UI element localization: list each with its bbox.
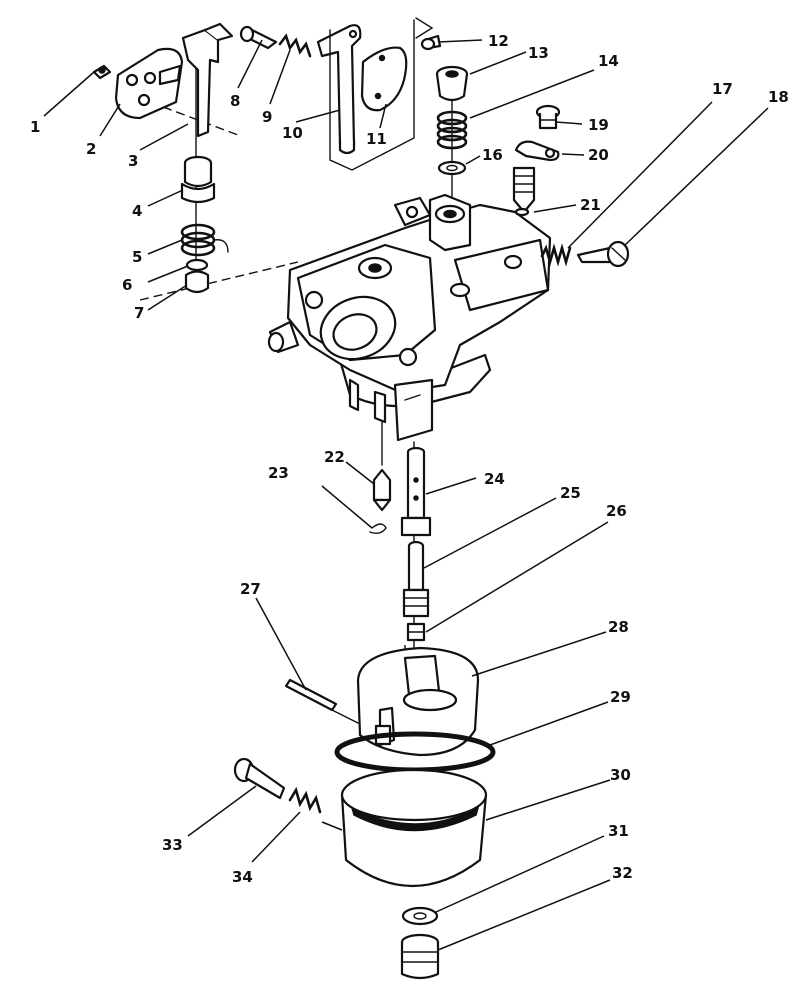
screw-34 xyxy=(535,104,561,130)
callout-2: 5 xyxy=(132,248,142,266)
carburetor-body xyxy=(267,193,552,442)
callout-10: 11 xyxy=(366,130,387,148)
choke-shaft-4 xyxy=(181,22,234,138)
callout-31: 6 xyxy=(122,276,132,294)
callout-30: 22 xyxy=(324,448,345,466)
choke-plate-5 xyxy=(114,47,184,120)
callout-3: 4 xyxy=(132,202,142,220)
callout-16: 17 xyxy=(712,80,733,98)
screw-7 xyxy=(239,25,278,50)
screw-17 xyxy=(576,240,630,268)
callout-28: 27 xyxy=(240,580,261,598)
callout-6: 1 xyxy=(30,118,40,136)
callout-9: 10 xyxy=(282,124,303,142)
callout-22: 29 xyxy=(610,688,631,706)
bowl-screw-25 xyxy=(400,933,440,980)
washer-24 xyxy=(401,906,439,926)
callout-24: 31 xyxy=(608,822,629,840)
callout-4: 3 xyxy=(128,152,138,170)
spring-16 xyxy=(540,243,572,267)
needle-30 xyxy=(372,468,392,512)
callout-12: 13 xyxy=(528,44,549,62)
callout-23: 30 xyxy=(610,766,631,784)
callout-21: 28 xyxy=(608,618,629,636)
callout-19: 25 xyxy=(560,484,581,502)
callout-8: 9 xyxy=(262,108,272,126)
washer-14 xyxy=(437,160,467,176)
callout-labels: 1 2 3 4 5 6 7 8 9 10 11 12 13 14 16 17 1… xyxy=(30,32,789,886)
screw-11 xyxy=(420,34,442,51)
callout-33: 20 xyxy=(588,146,609,164)
callout-25: 32 xyxy=(612,864,633,882)
emulsion-tube-18 xyxy=(400,446,432,537)
clip-29 xyxy=(369,523,387,535)
callout-5: 2 xyxy=(86,140,96,158)
callout-20: 26 xyxy=(606,502,627,520)
needle-32 xyxy=(512,166,536,217)
callout-11: 12 xyxy=(488,32,509,50)
leader-lines xyxy=(43,39,769,951)
main-nozzle-19 xyxy=(402,540,430,618)
bushing-1 xyxy=(184,270,210,294)
callout-32: 21 xyxy=(580,196,601,214)
callout-34: 19 xyxy=(588,116,609,134)
callout-14: 16 xyxy=(482,146,503,164)
bracket-9-10 xyxy=(329,19,415,171)
callout-1: 7 xyxy=(134,304,144,322)
cap-12 xyxy=(435,65,469,102)
throttle-plate-10 xyxy=(360,46,408,112)
spring-13 xyxy=(436,110,468,150)
float-pin-28 xyxy=(284,678,338,712)
callout-7: 8 xyxy=(230,92,240,110)
callout-13: 14 xyxy=(598,52,619,70)
callout-17: 18 xyxy=(768,88,789,106)
spring-8 xyxy=(278,33,312,58)
screw-6 xyxy=(92,64,112,80)
idle-screw-27 xyxy=(233,757,286,800)
jet-20 xyxy=(406,622,426,642)
callout-27: 33 xyxy=(162,836,183,854)
bushing-3 xyxy=(180,155,216,204)
float-bowl-23 xyxy=(340,768,488,887)
spring-26 xyxy=(288,786,322,814)
washer-31 xyxy=(185,258,209,272)
spring-2 xyxy=(180,223,229,257)
callout-18: 24 xyxy=(484,470,505,488)
callout-29: 23 xyxy=(268,464,289,482)
throttle-shaft-9 xyxy=(316,24,362,155)
callout-26: 34 xyxy=(232,868,253,886)
clip-33 xyxy=(514,140,560,162)
